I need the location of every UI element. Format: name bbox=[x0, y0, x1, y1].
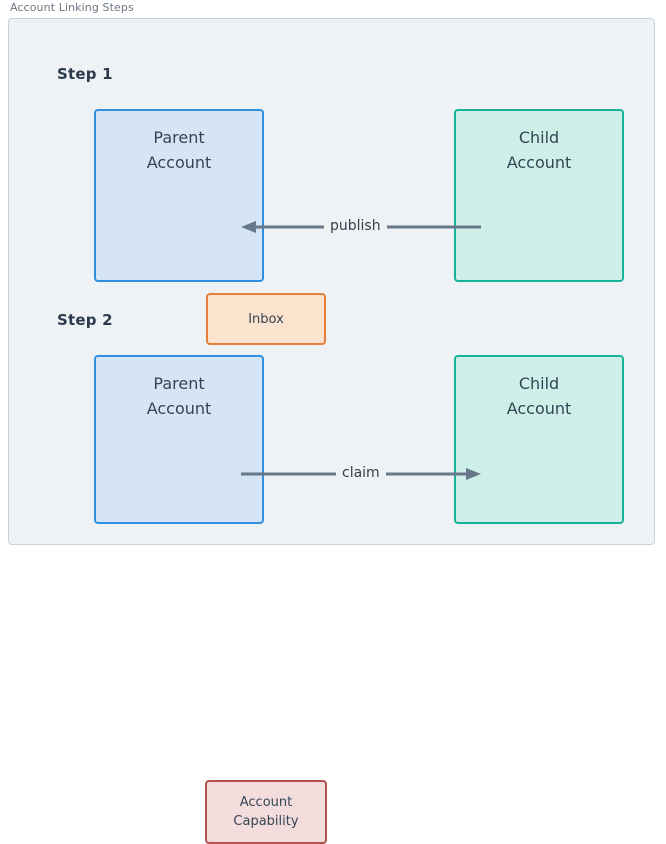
parent-account-node-step1[interactable]: Parent Account Inbox bbox=[94, 109, 326, 345]
diagram-figure: Account Linking Steps Step 1 Parent Acco… bbox=[8, 1, 655, 844]
step-2-label: Step 2 bbox=[57, 311, 113, 329]
parent-account-node-step2[interactable]: Parent Account Account Capability bbox=[94, 355, 327, 844]
inbox-node[interactable]: Inbox bbox=[206, 293, 326, 345]
claim-arrow-head bbox=[466, 468, 481, 480]
child-account-title: Child Account bbox=[506, 374, 572, 418]
publish-arrow-head bbox=[241, 221, 256, 233]
child-account-node-step1[interactable]: Child Account Account Capability bbox=[454, 109, 624, 282]
publish-edge-label: publish bbox=[324, 218, 387, 234]
diagram-frame: Step 1 Parent Account Inbox Child Accoun… bbox=[8, 18, 655, 844]
child-account-title: Child Account bbox=[506, 128, 572, 172]
parent-account-title: Parent Account bbox=[146, 374, 212, 418]
step-1-label: Step 1 bbox=[57, 65, 113, 83]
figure-caption: Account Linking Steps bbox=[10, 1, 134, 14]
parent-account-title: Parent Account bbox=[146, 128, 212, 172]
claim-edge-label: claim bbox=[336, 465, 386, 481]
child-account-node-step2[interactable]: Child Account Account bbox=[454, 355, 624, 524]
account-capability-claimed-node[interactable]: Account Capability bbox=[205, 780, 327, 844]
